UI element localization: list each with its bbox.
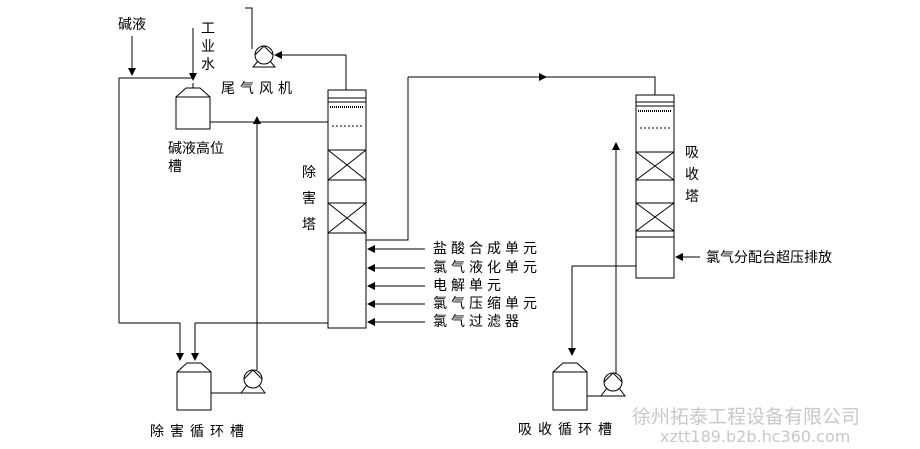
alkali-high-tank-label: 碱液高位槽	[168, 141, 224, 175]
inlet-unit-liquefaction: 氯气液化单元	[433, 260, 541, 276]
alkali-liquid-label: 碱液	[118, 17, 146, 33]
absorption-circulation-tank	[552, 362, 588, 411]
chlorine-distribution-label: 氯气分配台超压排放	[706, 250, 832, 266]
removal-tower	[327, 89, 367, 329]
removal-circ-tank-label: 除害循环槽	[150, 424, 250, 440]
removal-circulation-tank	[176, 362, 212, 411]
absorption-tower	[635, 94, 675, 279]
tail-gas-fan-label: 尾气风机	[221, 81, 297, 97]
inlet-unit-electrolysis: 电解单元	[433, 278, 505, 294]
removal-pump	[240, 369, 266, 394]
absorption-tower-label: 吸收塔	[685, 145, 699, 205]
inlet-unit-filter: 氯气过滤器	[433, 314, 523, 330]
inlet-unit-hcl: 盐酸合成单元	[433, 241, 541, 257]
watermark-site: xztt189.b2b.hc360.com	[660, 427, 851, 446]
absorption-pump	[600, 372, 626, 397]
removal-tower-label: 除害塔	[302, 165, 316, 233]
inlet-unit-compression: 氯气压缩单元	[433, 296, 541, 312]
alkali-high-tank	[175, 83, 211, 130]
absorption-circ-tank-label: 吸收循环槽	[518, 422, 618, 438]
industrial-water-label: 工业水	[201, 21, 215, 73]
tail-gas-fan	[251, 45, 277, 68]
watermark-company: 徐州拓泰工程设备有限公司	[632, 406, 861, 428]
